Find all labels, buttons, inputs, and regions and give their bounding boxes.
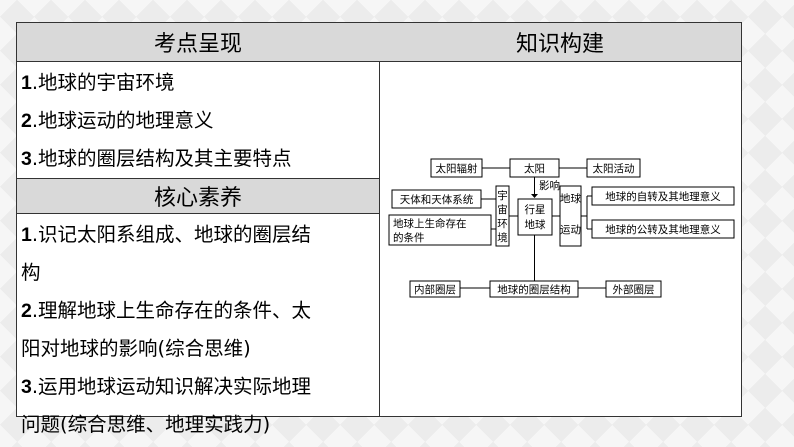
literacy-item-3: 3.运用地球运动知识解决实际地理问题(综合思维、地理实践力) <box>21 375 312 436</box>
exam-point-1: 1.地球的宇宙环境 <box>21 71 175 94</box>
node-outer-layers <box>605 280 662 298</box>
knowledge-diagram: 太阳辐射 太阳 太阳活动 影响 天体和天体系统 地球上生命存在 的条件 宇 宙 … <box>388 158 735 298</box>
node-rotation <box>591 186 735 206</box>
node-sun-radiation <box>430 158 483 178</box>
svg-text:地球上生命存在: 地球上生命存在 <box>393 217 467 230</box>
svg-text:地球的自转及其地理意义: 地球的自转及其地理意义 <box>605 190 721 203</box>
svg-text:太阳活动: 太阳活动 <box>593 162 635 175</box>
node-cosmic-environment <box>495 185 510 247</box>
exam-points-header: 考点呈现 <box>17 23 379 62</box>
node-planet-earth <box>517 198 553 236</box>
svg-text:的条件: 的条件 <box>393 231 425 244</box>
svg-text:环: 环 <box>497 218 508 230</box>
svg-text:地球的圈层结构: 地球的圈层结构 <box>497 283 571 296</box>
literacy-item-1: 1.识记太阳系组成、地球的圈层结构 <box>21 223 312 284</box>
literacy-item-2: 2.理解地球上生命存在的条件、太阳对地球的影响(综合思维) <box>21 299 312 360</box>
exam-point-3: 3.地球的圈层结构及其主要特点 <box>21 147 292 170</box>
exam-points-list: 1.地球的宇宙环境 2.地球运动的地理意义 3.地球的圈层结构及其主要特点 <box>17 62 379 178</box>
exam-point-2: 2.地球运动的地理意义 <box>21 109 214 132</box>
svg-text:地球: 地球 <box>525 218 546 231</box>
node-layer-structure <box>489 280 579 298</box>
arrow-head <box>531 194 538 198</box>
influence-label: 影响 <box>539 179 560 192</box>
svg-text:太阳: 太阳 <box>524 162 545 175</box>
literacy-header: 核心素养 <box>17 178 379 214</box>
node-sun <box>509 158 560 178</box>
svg-text:外部圈层: 外部圈层 <box>613 283 655 296</box>
svg-text:太阳辐射: 太阳辐射 <box>436 162 478 175</box>
node-inner-layers <box>409 280 461 298</box>
node-life-conditions <box>388 214 492 246</box>
svg-text:行星: 行星 <box>525 203 546 216</box>
svg-text:宙: 宙 <box>497 203 508 216</box>
svg-text:运动: 运动 <box>560 224 581 236</box>
knowledge-header: 知识构建 <box>379 23 741 62</box>
svg-text:宇: 宇 <box>497 189 508 202</box>
svg-text:地球的公转及其地理意义: 地球的公转及其地理意义 <box>605 223 721 236</box>
node-earth-motion <box>559 185 582 247</box>
node-celestial <box>391 189 482 209</box>
left-column: 考点呈现 1.地球的宇宙环境 2.地球运动的地理意义 3.地球的圈层结构及其主要… <box>17 23 380 436</box>
literacy-list: 1.识记太阳系组成、地球的圈层结构 2.理解地球上生命存在的条件、太阳对地球的影… <box>17 214 379 444</box>
svg-text:内部圈层: 内部圈层 <box>414 283 456 296</box>
svg-text:天体和天体系统: 天体和天体系统 <box>400 193 474 206</box>
svg-text:境: 境 <box>497 231 508 244</box>
content-table: 考点呈现 1.地球的宇宙环境 2.地球运动的地理意义 3.地球的圈层结构及其主要… <box>16 22 742 436</box>
svg-text:地球: 地球 <box>560 192 581 205</box>
right-column: 知识构建 太阳辐射 太阳 太阳活动 影响 <box>379 23 741 416</box>
node-sun-activity <box>586 158 641 178</box>
node-revolution <box>591 219 735 239</box>
